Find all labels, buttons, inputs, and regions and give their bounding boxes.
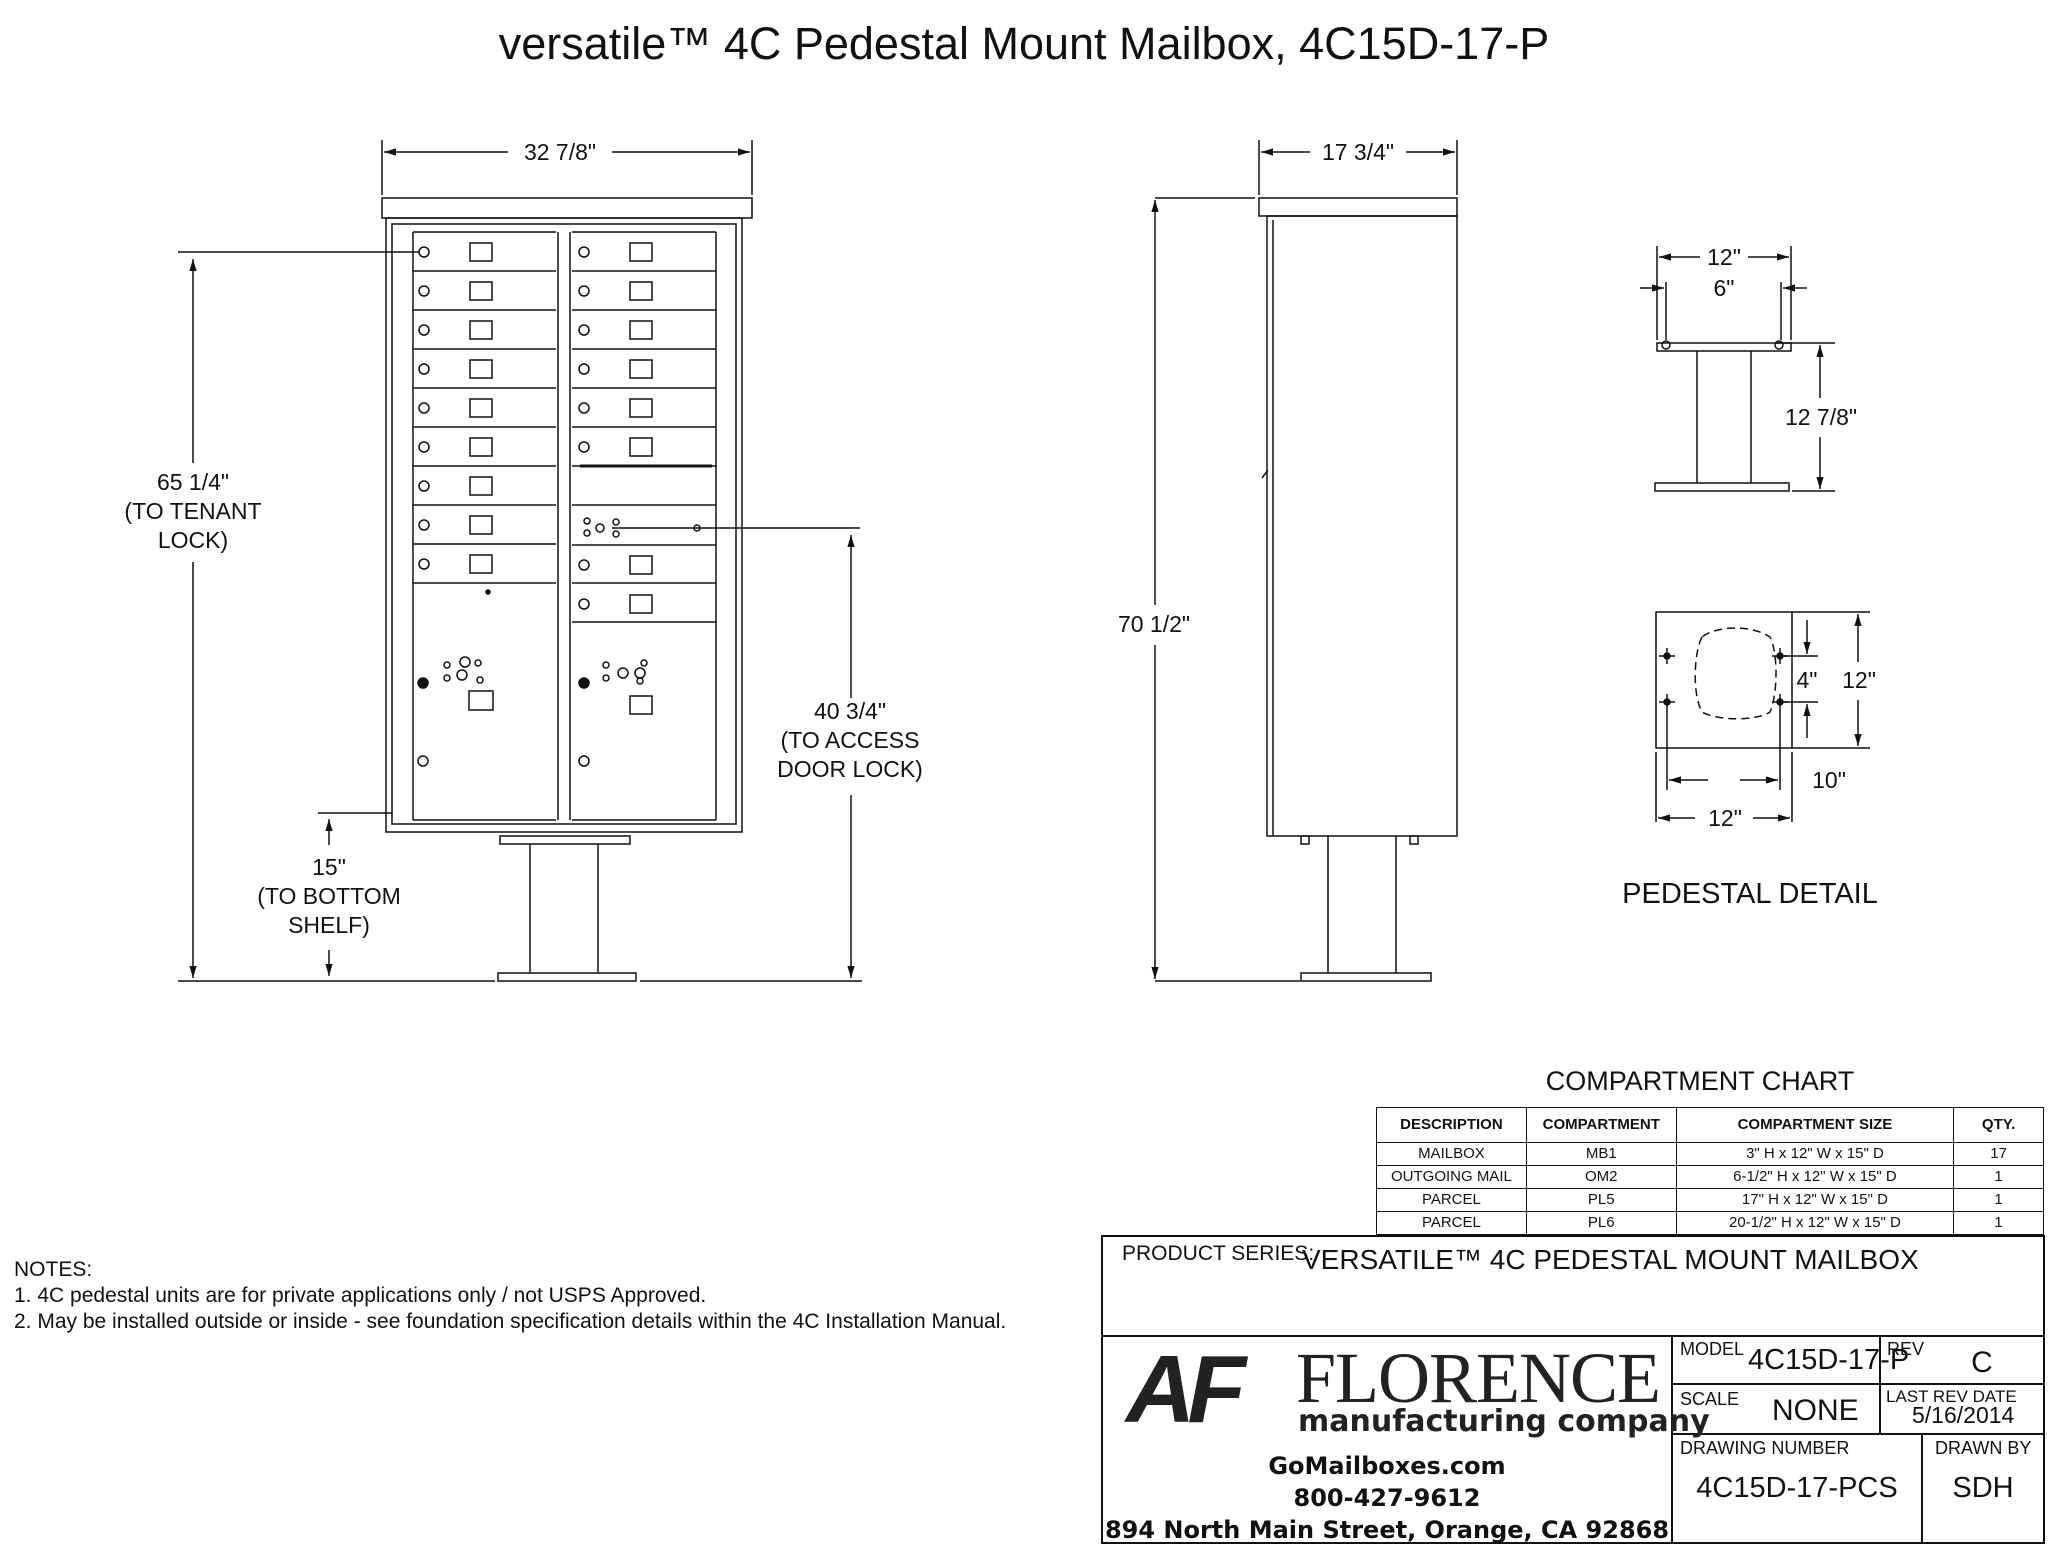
cell-qty: 1 [1953, 1211, 2044, 1235]
notes: NOTES: 1. 4C pedestal units are for priv… [14, 1257, 1006, 1335]
company-logo: AF FLORENCE manufacturing company [1118, 1338, 1710, 1439]
header-qty: QTY. [1953, 1107, 2044, 1143]
cell-compartment: MB1 [1525, 1142, 1677, 1166]
drawing-number-label: DRAWING NUMBER [1680, 1438, 1850, 1458]
cell-compartment: PL6 [1525, 1211, 1677, 1235]
company-name: FLORENCE [1296, 1338, 1661, 1418]
table-row: MAILBOX MB1 3" H x 12" W x 15" D 17 [1376, 1142, 2044, 1166]
bolt-spacing-dim: 10" [1812, 767, 1846, 793]
drawn-by-label: DRAWN BY [1935, 1438, 2032, 1458]
hole-size-dim: 4" [1796, 667, 1818, 693]
company-tagline: manufacturing company [1298, 1404, 1710, 1439]
base-side-dim: 12" [1842, 667, 1876, 693]
scale-label: SCALE [1680, 1389, 1740, 1409]
cell-qty: 17 [1953, 1142, 2044, 1166]
rev-label: REV [1887, 1339, 1925, 1359]
pedestal-side-drawing [1654, 340, 1792, 492]
compartment-chart-table: DESCRIPTION COMPARTMENT COMPARTMENT SIZE… [1376, 1107, 2044, 1235]
model-value: 4C15D-17-P [1748, 1344, 1910, 1376]
last-rev-label: LAST REV DATE [1886, 1387, 2017, 1406]
right-door-locks [578, 242, 653, 614]
side-view-mailbox [1258, 197, 1458, 982]
table-row: PARCEL PL5 17" H x 12" W x 15" D 1 [1376, 1188, 2044, 1212]
notes-heading: NOTES: [14, 1258, 93, 1281]
header-description: DESCRIPTION [1376, 1107, 1527, 1143]
rev-value: C [1971, 1346, 1993, 1379]
drawn-by-value: SDH [1952, 1472, 2014, 1504]
bottom-shelf-value: 15" [312, 854, 346, 880]
logo-mark: AF [1126, 1336, 1246, 1443]
cell-size: 20-1/2" H x 12" W x 15" D [1675, 1211, 1955, 1235]
scale-value: NONE [1772, 1394, 1859, 1427]
company-phone: 800-427-9612 [1293, 1484, 1481, 1512]
pedestal-base-drawing [1655, 611, 1793, 749]
cell-description: PARCEL [1376, 1211, 1527, 1235]
access-lock-dim: 40 3/4" (TO ACCESS DOOR LOCK) [760, 697, 940, 784]
front-view-mailbox [381, 197, 753, 982]
cell-description: PARCEL [1376, 1188, 1527, 1212]
table-row: OUTGOING MAIL OM2 6-1/2" H x 12" W x 15"… [1376, 1165, 2044, 1189]
left-parcel-door [417, 589, 494, 767]
tenant-lock-line2: (TO TENANT [124, 498, 262, 524]
cell-qty: 1 [1953, 1188, 2044, 1212]
table-row: PARCEL PL6 20-1/2" H x 12" W x 15" D 1 [1376, 1211, 2044, 1235]
side-dimensions [1151, 140, 1458, 982]
cell-size: 17" H x 12" W x 15" D [1675, 1188, 1955, 1212]
model-label: MODEL [1680, 1339, 1745, 1359]
bottom-shelf-line3: SHELF) [288, 912, 370, 938]
cell-size: 6-1/2" H x 12" W x 15" D [1675, 1165, 1955, 1189]
pedestal-base-dimensions [1655, 611, 1870, 822]
cell-compartment: PL5 [1525, 1188, 1677, 1212]
side-height-dim: 70 1/2" [1104, 610, 1204, 639]
compartment-chart-title: COMPARTMENT CHART [1545, 1066, 1855, 1096]
access-lock-value: 40 3/4" [813, 698, 887, 724]
tenant-lock-line3: LOCK) [157, 527, 229, 553]
cell-qty: 1 [1953, 1165, 2044, 1189]
header-compartment: COMPARTMENT [1525, 1107, 1677, 1143]
left-door-locks [418, 242, 493, 574]
drawing-title: versatile™ 4C Pedestal Mount Mailbox, 4C… [498, 18, 1550, 69]
pedestal-top-width-dim: 12" [1707, 244, 1741, 270]
cell-size: 3" H x 12" W x 15" D [1675, 1142, 1955, 1166]
header-compartment-size: COMPARTMENT SIZE [1675, 1107, 1955, 1143]
product-series-value: VERSATILE™ 4C PEDESTAL MOUNT MAILBOX [1302, 1244, 1919, 1275]
drawing-number-value: 4C15D-17-PCS [1696, 1472, 1898, 1504]
bottom-shelf-dim: 15" (TO BOTTOM SHELF) [244, 853, 414, 940]
title-block-frame [1101, 1235, 2045, 1544]
side-depth-dim: 17 3/4" [1321, 139, 1395, 165]
cell-description: OUTGOING MAIL [1376, 1165, 1527, 1189]
last-rev-value: 5/16/2014 [1912, 1402, 2015, 1428]
company-website[interactable]: GoMailboxes.com [1268, 1452, 1506, 1480]
bottom-shelf-line2: (TO BOTTOM [257, 883, 401, 909]
note-item: 2. May be installed outside or inside - … [14, 1310, 1007, 1333]
cell-compartment: OM2 [1525, 1165, 1677, 1189]
tenant-lock-dim: 65 1/4" (TO TENANT LOCK) [108, 468, 278, 555]
pedestal-side-dimensions [1640, 246, 1835, 492]
product-series-label: PRODUCT SERIES: [1122, 1242, 1315, 1265]
pedestal-inner-width-dim: 6" [1713, 275, 1735, 301]
pedestal-height-dim: 12 7/8" [1784, 404, 1858, 430]
left-mailbox-doors [413, 231, 556, 821]
right-parcel-door [578, 659, 653, 767]
cell-description: MAILBOX [1376, 1142, 1527, 1166]
front-width-dim: 32 7/8" [523, 139, 597, 165]
access-lock-line3: DOOR LOCK) [777, 756, 923, 782]
bolt-marks [1659, 648, 1788, 710]
front-dimensions [178, 140, 862, 982]
compartment-chart-header: DESCRIPTION COMPARTMENT COMPARTMENT SIZE… [1376, 1107, 2044, 1143]
right-mailbox-doors [572, 231, 716, 821]
company-address: 894 North Main Street, Orange, CA 92868 [1104, 1516, 1670, 1544]
company-contact: GoMailboxes.com 800-427-9612 894 North M… [1102, 1450, 1672, 1546]
access-lock-line2: (TO ACCESS [780, 727, 920, 753]
note-item: 1. 4C pedestal units are for private app… [14, 1284, 707, 1307]
tenant-lock-value: 65 1/4" [156, 469, 230, 495]
pedestal-detail-label: PEDESTAL DETAIL [1622, 878, 1878, 910]
base-width-dim: 12" [1708, 805, 1742, 831]
